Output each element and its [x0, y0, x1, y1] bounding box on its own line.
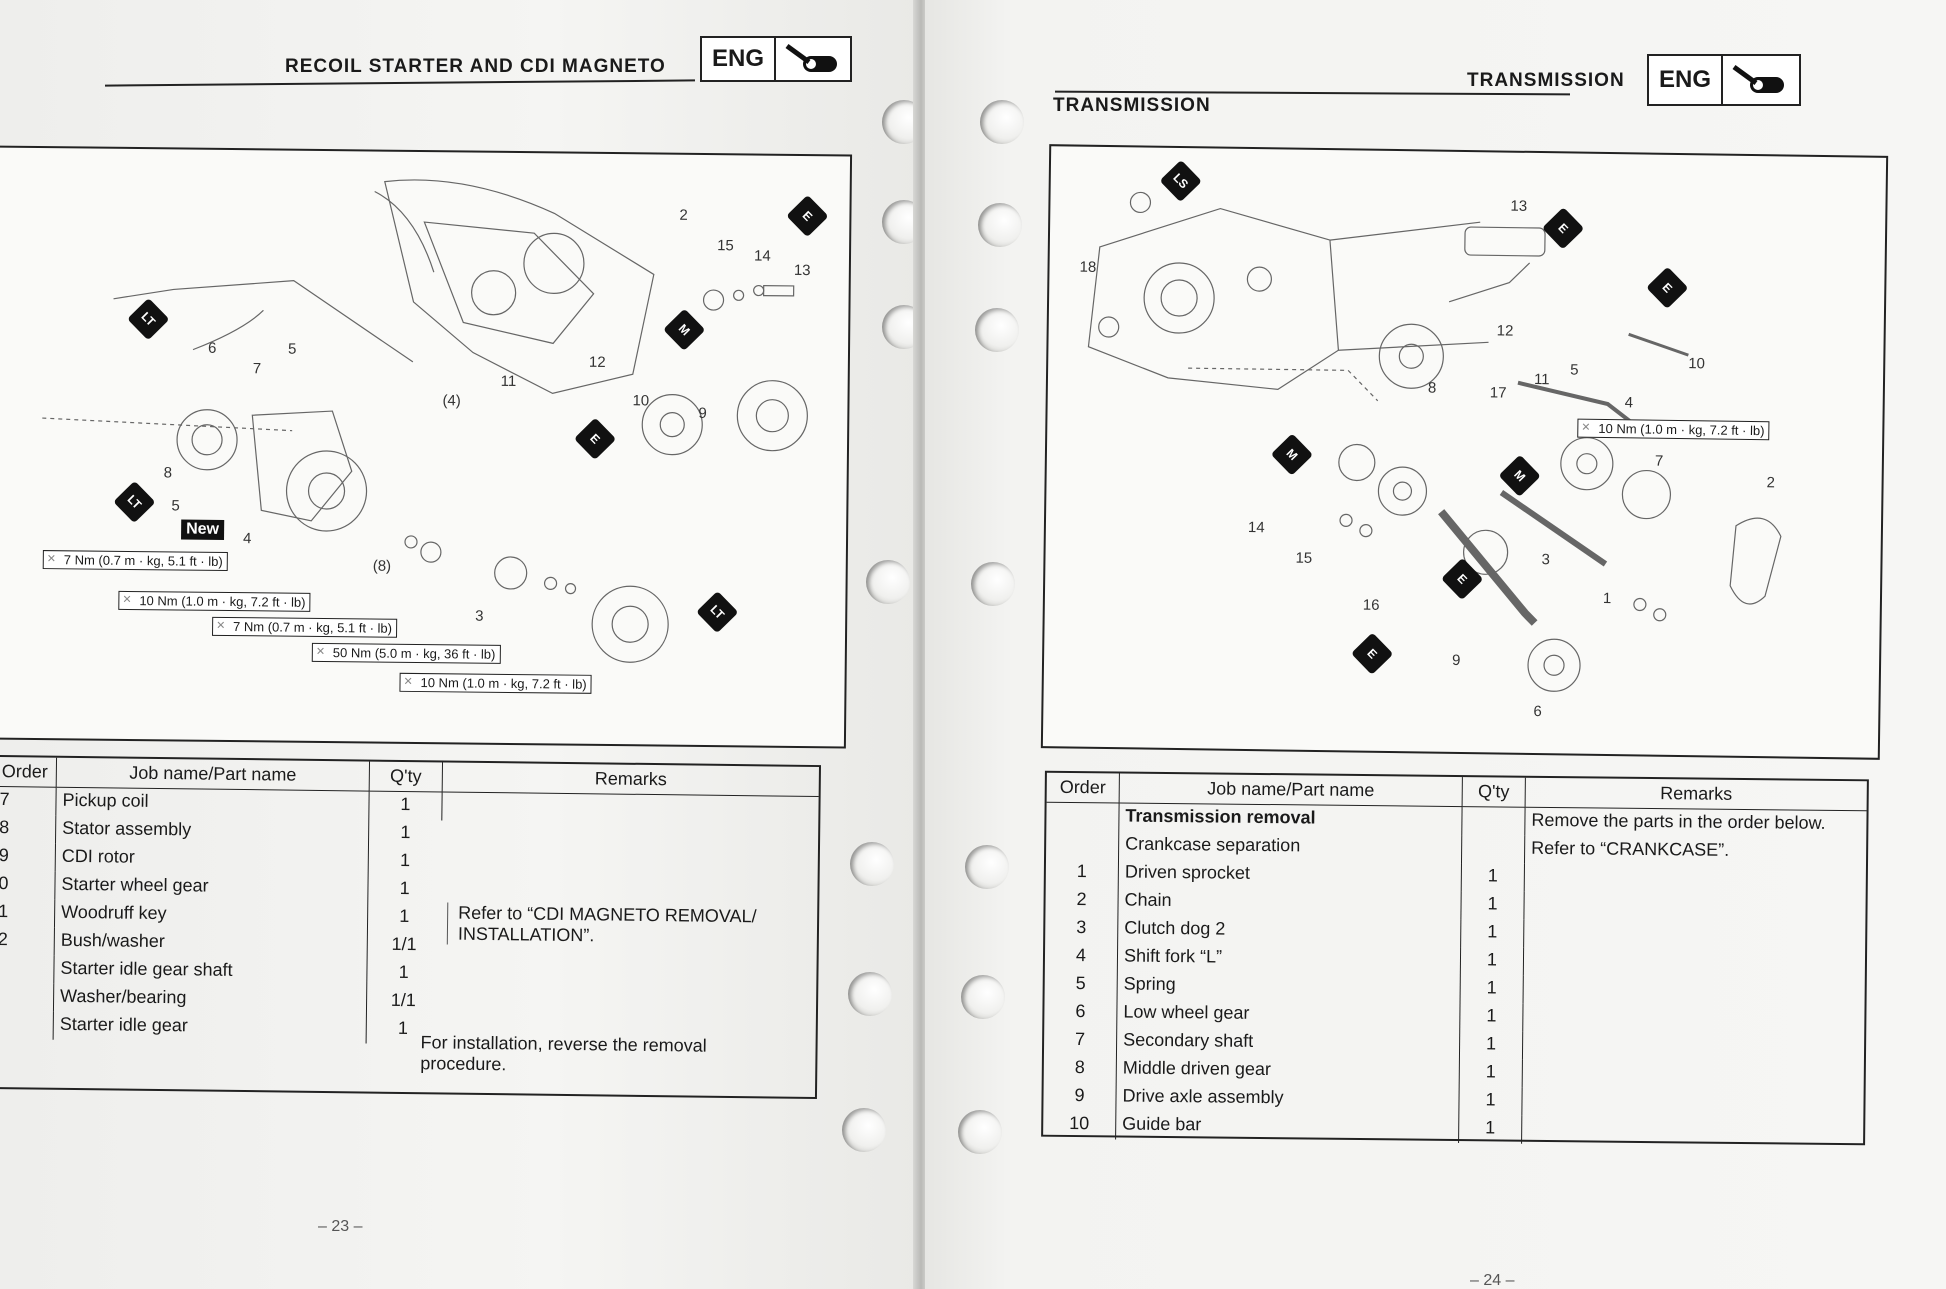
- col-job-name: Job name/Part name: [56, 757, 370, 792]
- sub-remark: Refer to “CRANKCASE”.: [1531, 837, 1730, 860]
- callout-16: 16: [1362, 596, 1380, 614]
- right-eng-box: ENG: [1647, 54, 1801, 106]
- torque-spec-3: 7 Nm (0.7 m · kg, 5.1 ft · lb): [212, 616, 398, 638]
- torque-spec-4: 50 Nm (5.0 m · kg, 36 ft · lb): [311, 642, 501, 664]
- section-remark: Remove the parts in the order below.: [1531, 809, 1826, 833]
- callout-4: 4: [242, 530, 252, 548]
- callout-1: 1: [1602, 589, 1612, 608]
- right-section-title: TRANSMISSION: [1053, 95, 1211, 116]
- callout-13: 13: [1510, 197, 1528, 215]
- left-eng-box: ENG: [700, 36, 852, 82]
- callout-4: 4: [1624, 394, 1634, 412]
- callout-4-paren: (4): [442, 392, 461, 410]
- callout-7: 7: [252, 360, 262, 378]
- col-qty: Q'ty: [369, 761, 443, 792]
- callout-15: 15: [1295, 549, 1313, 567]
- binder-hole: [971, 562, 1015, 606]
- callout-2: 2: [1766, 474, 1776, 492]
- right-page-number: – 24 –: [1470, 1272, 1515, 1289]
- callout-5a: 5: [287, 340, 297, 358]
- col-qty: Q'ty: [1462, 777, 1526, 808]
- col-order: Order: [0, 756, 57, 788]
- callout-9: 9: [698, 404, 707, 423]
- callout-3: 3: [1541, 551, 1550, 569]
- callout-15: 15: [717, 237, 734, 255]
- left-header-title: RECOIL STARTER AND CDI MAGNETO: [285, 56, 666, 77]
- engine-tool-icon: [1723, 56, 1793, 104]
- callout-11: 11: [500, 372, 517, 391]
- callout-10: 10: [632, 392, 650, 410]
- binder-hole: [850, 842, 894, 886]
- transmission-line-art: [1087, 191, 1782, 692]
- remark-refer: Refer to “CDI MAGNETO REMOVAL/ INSTALLAT…: [446, 902, 812, 949]
- callout-10: 10: [1688, 355, 1706, 373]
- torque-spec-1: 7 Nm (0.7 m · kg, 5.1 ft · lb): [42, 550, 228, 571]
- callout-14: 14: [753, 247, 771, 265]
- right-header-title: TRANSMISSION: [1467, 70, 1625, 91]
- callout-5b: 5: [171, 497, 180, 515]
- new-part-tag: New: [181, 519, 225, 540]
- engine-tool-icon: [776, 38, 846, 80]
- left-page-number: – 23 –: [318, 1218, 363, 1235]
- right-parts-table: Order Job name/Part name Q'ty Remarks Tr…: [1043, 772, 1867, 1148]
- binder-hole: [848, 972, 892, 1016]
- callout-5: 5: [1570, 361, 1579, 379]
- callout-3: 3: [475, 607, 484, 625]
- binder-hole: [978, 203, 1022, 247]
- binder-hole: [965, 845, 1009, 889]
- callout-2: 2: [679, 206, 688, 224]
- callout-7: 7: [1654, 452, 1664, 470]
- right-parts-table-frame: Order Job name/Part name Q'ty Remarks Tr…: [1041, 770, 1869, 1148]
- binder-hole: [958, 1110, 1002, 1154]
- callout-8: 8: [163, 464, 173, 482]
- callout-12: 12: [1496, 322, 1514, 340]
- callout-18: 18: [1079, 258, 1097, 276]
- callout-6: 6: [207, 339, 217, 357]
- callout-8: 8: [1427, 379, 1437, 397]
- callout-9: 9: [1451, 651, 1461, 669]
- binder-hole: [961, 975, 1005, 1019]
- torque-spec: 10 Nm (1.0 m · kg, 7.2 ft · lb): [1577, 418, 1770, 441]
- magneto-line-art: [42, 179, 808, 663]
- col-remarks: Remarks: [442, 762, 819, 797]
- left-header-rule: [105, 79, 695, 87]
- callout-13: 13: [793, 261, 811, 280]
- remark-install: For installation, reverse the removal pr…: [420, 1032, 707, 1075]
- callout-14: 14: [1247, 518, 1265, 537]
- remarks-cell: Refer to “CDI MAGNETO REMOVAL/ INSTALLAT…: [439, 792, 819, 1049]
- callout-8-paren: (8): [372, 557, 392, 575]
- col-order: Order: [1046, 772, 1120, 803]
- col-job-name: Job name/Part name: [1119, 773, 1463, 807]
- transmission-exploded-diagram: LS E E M M E E 18 13 12 11 5 10 17 4 8 7…: [1040, 144, 1889, 760]
- cdi-magneto-exploded-diagram: E LT M E LT LT New 2 15 14 13 6 7 5 11 1…: [0, 145, 853, 749]
- callout-11: 11: [1533, 370, 1550, 389]
- torque-spec-2: 10 Nm (1.0 m · kg, 7.2 ft · lb): [118, 590, 311, 612]
- callout-12: 12: [588, 353, 606, 371]
- sub-row-title: Crankcase separation: [1118, 831, 1462, 864]
- binder-hole: [842, 1108, 886, 1152]
- binder-hole: [980, 100, 1024, 144]
- section-row-title: Transmission removal: [1118, 802, 1463, 836]
- col-remarks: Remarks: [1525, 777, 1867, 811]
- left-manual-page: RECOIL STARTER AND CDI MAGNETO ENG: [0, 0, 920, 1289]
- binder-hole: [866, 560, 910, 604]
- eng-label: ENG: [1649, 56, 1724, 104]
- binder-hole: [975, 308, 1019, 352]
- callout-6: 6: [1533, 702, 1542, 721]
- callout-17: 17: [1489, 384, 1507, 402]
- eng-label: ENG: [702, 38, 777, 80]
- torque-spec-5: 10 Nm (1.0 m · kg, 7.2 ft · lb): [399, 672, 592, 694]
- right-manual-page: TRANSMISSION TRANSMISSION ENG: [925, 0, 1946, 1289]
